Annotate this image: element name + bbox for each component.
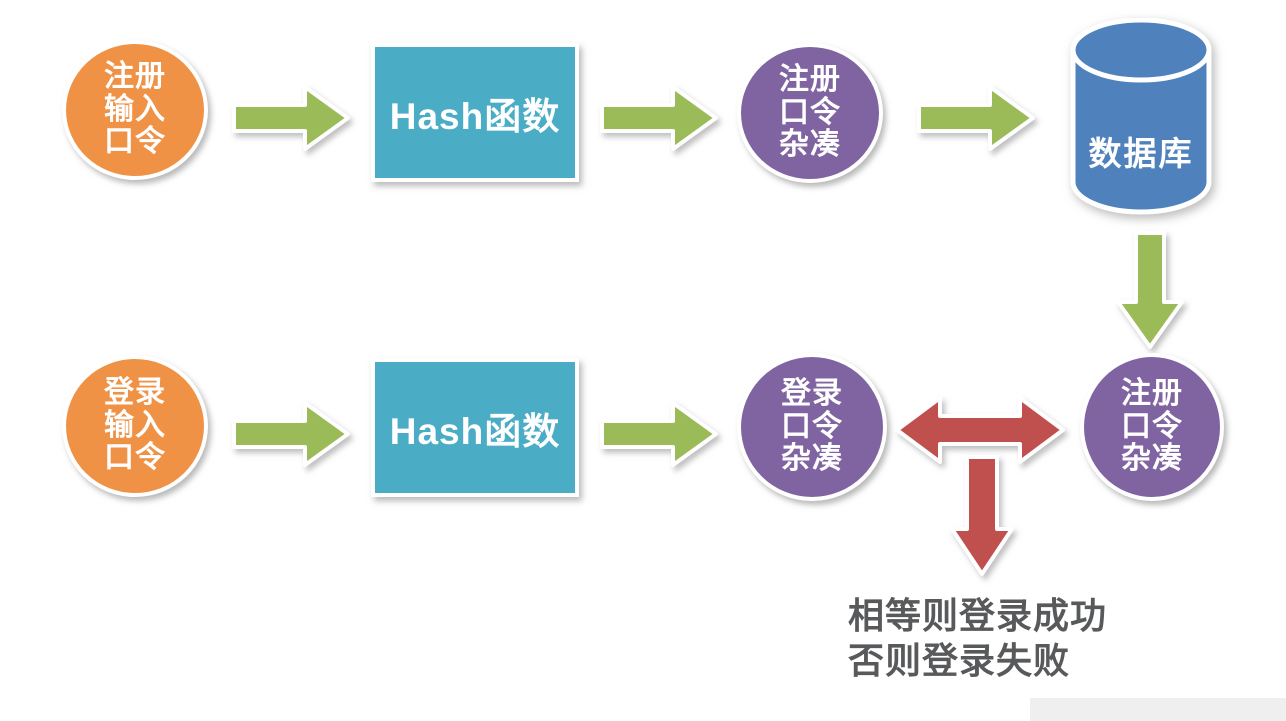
label-line: 输入 xyxy=(104,92,166,126)
node-hash-function-top: Hash函数 xyxy=(371,43,579,182)
result-caption-line2: 否则登录失败 xyxy=(848,639,1071,681)
label-line: 口令 xyxy=(779,95,841,129)
result-caption: 相等则登录成功 否则登录失败 xyxy=(848,594,1107,683)
label-line: 登录 xyxy=(781,377,843,411)
label-line: 登录 xyxy=(104,376,166,410)
result-caption-line1: 相等则登录成功 xyxy=(848,595,1108,636)
arrow-right-icon xyxy=(599,400,719,468)
node-hash-function-top-label: Hash函数 xyxy=(389,95,561,137)
node-database-label: 数据库 xyxy=(1088,135,1194,172)
arrow-right-icon xyxy=(599,84,719,152)
node-login-hash-label: 登录 口令 杂凑 xyxy=(781,377,843,476)
label-line: 注册 xyxy=(779,63,841,97)
label-line: 口令 xyxy=(104,125,166,159)
label-line: 注册 xyxy=(1121,377,1183,411)
label-line: 杂凑 xyxy=(781,442,843,476)
arrow-right-icon xyxy=(231,84,351,152)
label-line: 口令 xyxy=(781,409,843,443)
arrow-down-icon xyxy=(1110,230,1190,350)
arrow-right-icon xyxy=(916,84,1036,152)
arrow-right-icon xyxy=(231,400,351,468)
label-line: 注册 xyxy=(104,60,166,94)
arrow-down-icon xyxy=(948,455,1016,577)
node-register-input: 注册 输入 口令 xyxy=(62,40,208,180)
node-database: 数据库 xyxy=(1066,18,1216,216)
label-line: 口令 xyxy=(1121,409,1183,443)
node-register-hash-stored: 注册 口令 杂凑 xyxy=(1080,353,1224,501)
node-hash-function-bottom: Hash函数 xyxy=(371,358,579,497)
arrow-double-horizontal-icon xyxy=(894,393,1066,467)
node-register-input-label: 注册 输入 口令 xyxy=(104,60,166,159)
label-line: 杂凑 xyxy=(779,128,841,162)
node-login-input-label: 登录 输入 口令 xyxy=(104,376,166,475)
node-register-hash-stored-label: 注册 口令 杂凑 xyxy=(1121,377,1183,476)
label-line: 输入 xyxy=(104,408,166,442)
node-login-input: 登录 输入 口令 xyxy=(62,355,208,497)
label-line: 杂凑 xyxy=(1121,442,1183,476)
node-register-hash: 注册 口令 杂凑 xyxy=(737,43,883,183)
node-register-hash-label: 注册 口令 杂凑 xyxy=(779,63,841,162)
node-hash-function-bottom-label: Hash函数 xyxy=(389,410,561,452)
footer-strip xyxy=(1030,698,1286,721)
label-line: 口令 xyxy=(104,441,166,475)
node-login-hash: 登录 口令 杂凑 xyxy=(737,353,887,501)
